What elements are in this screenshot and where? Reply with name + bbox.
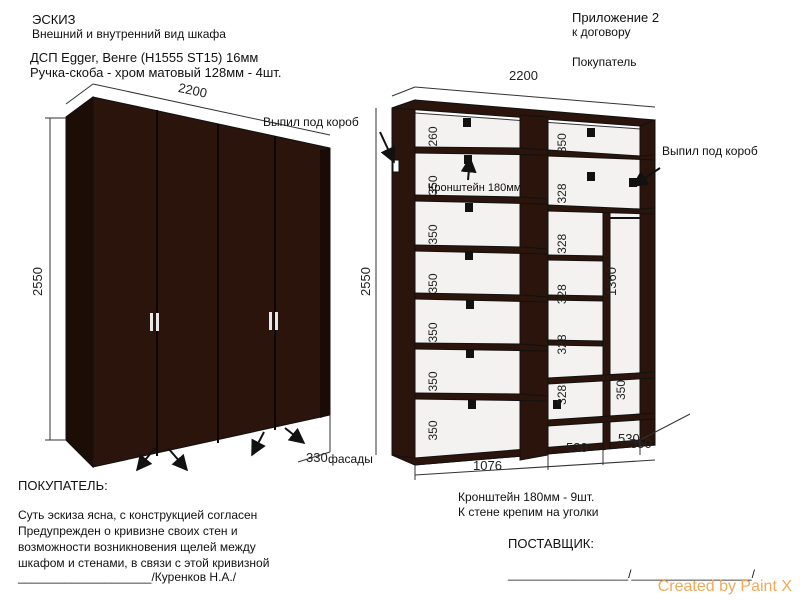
- left-shelf-dimension-2: 350: [426, 224, 440, 244]
- cutout-left-label: Выпил под короб: [263, 115, 359, 129]
- closed-wardrobe: [45, 83, 331, 472]
- supplier-label: ПОСТАВЩИК:: [508, 536, 594, 551]
- appendix-line2: к договору: [572, 25, 631, 39]
- left-depth-dimension: 330: [306, 450, 328, 465]
- cutout-right-label: Выпил под короб: [662, 144, 758, 158]
- supplier-signature: __________________/__________________/: [508, 567, 755, 581]
- sketch-title: ЭСКИЗ: [32, 12, 76, 27]
- left-height-dimension: 2550: [30, 267, 45, 296]
- middle-shelf-dimension-5: 328: [555, 384, 569, 404]
- right-column-dimension: 1360: [604, 267, 619, 296]
- left-shelf-dimension-1: 350: [426, 175, 440, 195]
- left-shelf-dimension-4: 350: [426, 322, 440, 342]
- sketch-subtitle: Внешний и внутренний вид шкафа: [32, 27, 226, 41]
- left-width-dimension: 2200: [177, 80, 208, 101]
- right-depth-dimension: 350: [630, 436, 652, 451]
- middle-shelf-dimension-1: 328: [555, 183, 569, 203]
- left-shelf-dimension-0: 260: [426, 126, 440, 146]
- bottom-width-left: 1076: [473, 458, 502, 473]
- middle-shelf-dimensions: 350 328 328 328 328 328: [555, 133, 569, 405]
- middle-shelf-dimension-4: 328: [555, 334, 569, 354]
- left-shelf-dimension-6: 350: [426, 420, 440, 440]
- left-shelf-dimension-5: 350: [426, 371, 440, 391]
- buyer-line4: шкафом и стенами, в связи с этой кривизн…: [18, 556, 270, 570]
- right-width-dimension: 2200: [509, 68, 538, 83]
- buyer-label: ПОКУПАТЕЛЬ:: [18, 478, 108, 493]
- buyer-line2: Предупрежден о кривизне своих стен и: [18, 524, 238, 538]
- bottom-width-right: 530: [618, 431, 640, 446]
- brackets-note: Кронштейн 180мм - 9шт.: [458, 490, 595, 504]
- appendix-line1: Приложение 2: [572, 10, 660, 25]
- left-shelf-dimension-3: 350: [426, 273, 440, 293]
- bottom-width-middle: 530: [566, 440, 588, 455]
- watermark: Created by Paint X: [657, 578, 792, 595]
- buyer-top-label: Покупатель: [572, 55, 637, 69]
- wall-mount-note: К стене крепим на уголки: [458, 505, 599, 519]
- right-height-dimension: 2550: [358, 267, 373, 296]
- facades-label: фасады: [328, 452, 373, 466]
- middle-shelf-dimension-3: 328: [555, 284, 569, 304]
- handles-spec: Ручка-скоба - хром матовый 128мм - 4шт.: [30, 65, 282, 80]
- buyer-signature: ____________________/Куренков Н.А./: [18, 570, 237, 584]
- left-shelf-dimensions: 260 350 350 350 350 350 350: [426, 126, 440, 440]
- buyer-line3: возможности возникновения щелей между: [18, 540, 256, 554]
- open-wardrobe: [375, 86, 691, 480]
- middle-shelf-dimension-0: 350: [555, 133, 569, 153]
- right-bottom-dimension: 350: [614, 380, 628, 400]
- material-spec: ДСП Egger, Венге (H1555 ST15) 16мм: [30, 50, 259, 65]
- middle-shelf-dimension-2: 328: [555, 233, 569, 253]
- buyer-line1: Суть эскиза ясна, с конструкцией согласе…: [18, 508, 258, 522]
- bracket-label: Кронштейн 180мм: [428, 182, 522, 194]
